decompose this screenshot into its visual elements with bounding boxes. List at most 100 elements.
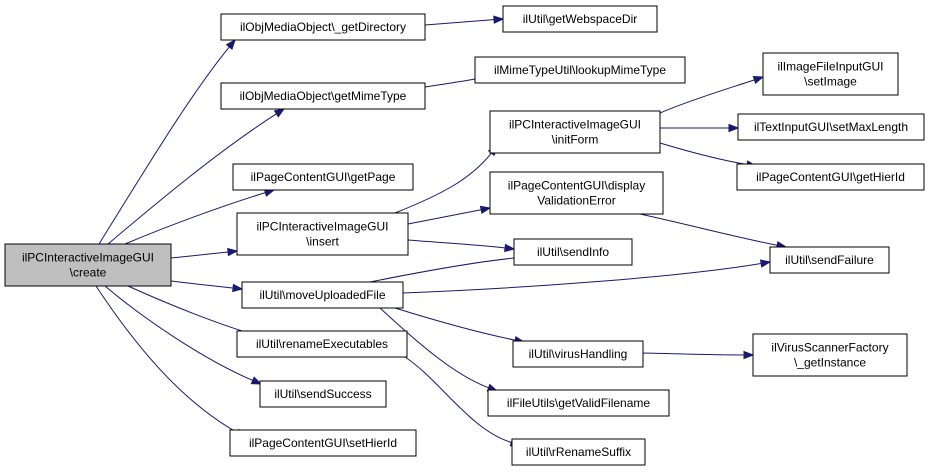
node-virusHandling[interactable]: ilUtil\virusHandling: [512, 340, 644, 368]
edge-moveUploadedFile-to-getValidFilename: [379, 307, 489, 389]
arrowhead-insert-to-sendInfo: [504, 243, 516, 253]
node-rRenameSuffix[interactable]: ilUtil\rRenameSuffix: [511, 438, 646, 466]
node-label-getInstance-line1: ilVirusScannerFactory: [771, 341, 888, 355]
arrowhead-root-to-moveUploadedFile: [232, 283, 244, 293]
edge-insert-to-sendInfo: [407, 239, 506, 249]
node-getWebspaceDir[interactable]: ilUtil\getWebspaceDir: [502, 5, 658, 33]
node-label-getMimeType-line1: ilObjMediaObject\getMimeType: [240, 89, 407, 103]
edge-root-to-getMimeType: [107, 113, 277, 245]
node-label-virusHandling-line1: ilUtil\virusHandling: [529, 347, 628, 361]
node-label-getDirectory-line1: ilObjMediaObject\_getDirectory: [240, 20, 406, 34]
node-lookupMimeType[interactable]: ilMimeTypeUtil\lookupMimeType: [474, 56, 686, 84]
node-box-virusHandling: [512, 340, 644, 368]
node-initForm[interactable]: ilPCInteractiveImageGUI\initForm: [489, 110, 661, 154]
node-moveUploadedFile[interactable]: ilUtil\moveUploadedFile: [241, 281, 404, 309]
edge-initForm-to-getHierId: [659, 142, 748, 166]
node-label-insert-line1: ilPCInteractiveImageGUI: [256, 220, 388, 234]
arrowhead-insert-to-displayValidationError: [479, 205, 492, 215]
node-label-getValidFilename-line1: ilFileUtils\getValidFilename: [507, 396, 650, 410]
edge-getMimeType-to-lookupMimeType: [424, 78, 477, 88]
node-root[interactable]: ilPCInteractiveImageGUI\create: [4, 243, 172, 287]
nodes-layer: ilPCInteractiveImageGUI\create ilObjMedia…: [4, 5, 925, 466]
edge-root-to-insert: [170, 251, 229, 259]
node-box-setImage: [762, 52, 899, 96]
edge-initForm-to-setImage: [659, 79, 755, 114]
edge-moveUploadedFile-to-virusHandling: [394, 307, 516, 341]
edge-root-to-sendSuccess: [104, 285, 253, 381]
node-label-getPage-line1: ilPageContentGUI\getPage: [251, 170, 396, 184]
node-label-initForm-line2: \initForm: [552, 133, 599, 147]
arrowhead-getDirectory-to-getWebspaceDir: [493, 15, 505, 24]
node-label-setImage-line1: ilImageFileInputGUI: [777, 60, 883, 74]
node-box-root: [4, 243, 172, 287]
arrowhead-root-to-insert: [227, 247, 239, 257]
node-getInstance[interactable]: ilVirusScannerFactory\_getInstance: [752, 333, 908, 377]
node-getValidFilename[interactable]: ilFileUtils\getValidFilename: [487, 389, 670, 417]
node-label-lookupMimeType-line1: ilMimeTypeUtil\lookupMimeType: [494, 63, 666, 77]
node-sendSuccess[interactable]: ilUtil\sendSuccess: [259, 380, 387, 408]
node-label-insert-line2: \insert: [306, 235, 339, 249]
arrowhead-root-to-getDirectory: [225, 38, 236, 51]
node-sendFailure[interactable]: ilUtil\sendFailure: [769, 246, 890, 274]
node-getHierId[interactable]: ilPageContentGUI\getHierId: [736, 163, 925, 191]
edge-virusHandling-to-getInstance: [642, 352, 745, 356]
arrowhead-initForm-to-setImage: [752, 75, 765, 85]
node-box-moveUploadedFile: [241, 281, 404, 309]
edge-root-to-moveUploadedFile: [170, 280, 234, 289]
node-label-getWebspaceDir-line1: ilUtil\getWebspaceDir: [523, 12, 638, 26]
node-box-setHierId: [229, 429, 417, 457]
edge-root-to-getPage: [124, 192, 266, 245]
node-setHierId[interactable]: ilPageContentGUI\setHierId: [229, 429, 417, 457]
arrowhead-initForm-to-setMaxLength: [728, 123, 740, 133]
edge-root-to-getDirectory: [98, 46, 230, 245]
node-label-displayValidationError-line2: ValidationError: [537, 194, 615, 208]
node-label-sendSuccess-line1: ilUtil\sendSuccess: [274, 387, 371, 401]
node-label-root-line1: ilPCInteractiveImageGUI: [22, 251, 154, 265]
node-insert[interactable]: ilPCInteractiveImageGUI\insert: [236, 212, 409, 256]
node-box-sendSuccess: [259, 380, 387, 408]
node-box-sendFailure: [769, 246, 890, 274]
node-label-displayValidationError-line1: ilPageContentGUI\display: [508, 179, 645, 193]
node-label-setHierId-line1: ilPageContentGUI\setHierId: [249, 436, 397, 450]
node-sendInfo[interactable]: ilUtil\sendInfo: [513, 238, 633, 266]
node-box-rRenameSuffix: [511, 438, 646, 466]
node-box-getInstance: [752, 333, 908, 377]
node-label-sendInfo-line1: ilUtil\sendInfo: [537, 245, 609, 259]
node-setMaxLength[interactable]: ilTextInputGUI\setMaxLength: [737, 113, 925, 141]
node-box-setMaxLength: [737, 113, 925, 141]
node-label-setMaxLength-line1: ilTextInputGUI\setMaxLength: [754, 120, 908, 134]
node-getDirectory[interactable]: ilObjMediaObject\_getDirectory: [220, 13, 426, 41]
node-box-getHierId: [736, 163, 925, 191]
node-getPage[interactable]: ilPageContentGUI\getPage: [232, 163, 414, 191]
node-box-initForm: [489, 110, 661, 154]
node-setImage[interactable]: ilImageFileInputGUI\setImage: [762, 52, 899, 96]
edge-root-to-setHierId: [95, 285, 238, 433]
edge-displayValidationError-to-sendFailure: [639, 213, 778, 246]
arrowhead-root-to-sendSuccess: [250, 376, 263, 385]
node-box-getValidFilename: [487, 389, 670, 417]
edge-root-to-renameExecutables: [127, 285, 258, 337]
node-getMimeType[interactable]: ilObjMediaObject\getMimeType: [220, 82, 426, 110]
node-box-getPage: [232, 163, 414, 191]
edge-renameExecutables-to-rRenameSuffix: [404, 356, 512, 443]
arrowhead-virusHandling-to-getInstance: [743, 350, 755, 360]
node-label-moveUploadedFile-line1: ilUtil\moveUploadedFile: [259, 288, 385, 302]
node-label-getHierId-line1: ilPageContentGUI\getHierId: [756, 170, 905, 184]
edge-moveUploadedFile-to-sendFailure: [402, 262, 762, 294]
node-label-renameExecutables-line1: ilUtil\renameExecutables: [256, 337, 388, 351]
edge-insert-to-displayValidationError: [407, 209, 482, 225]
node-label-getInstance-line2: \_getInstance: [794, 356, 866, 370]
node-box-lookupMimeType: [474, 56, 686, 84]
node-label-sendFailure-line1: ilUtil\sendFailure: [785, 253, 874, 267]
edge-moveUploadedFile-to-sendInfo: [369, 257, 516, 283]
node-box-getWebspaceDir: [502, 5, 658, 33]
node-box-getMimeType: [220, 82, 426, 110]
arrowhead-root-to-getMimeType: [273, 108, 286, 118]
node-box-getDirectory: [220, 13, 426, 41]
node-box-renameExecutables: [236, 330, 408, 358]
node-box-displayValidationError: [489, 171, 664, 215]
node-label-setImage-line2: \setImage: [804, 75, 857, 89]
node-renameExecutables[interactable]: ilUtil\renameExecutables: [236, 330, 408, 358]
